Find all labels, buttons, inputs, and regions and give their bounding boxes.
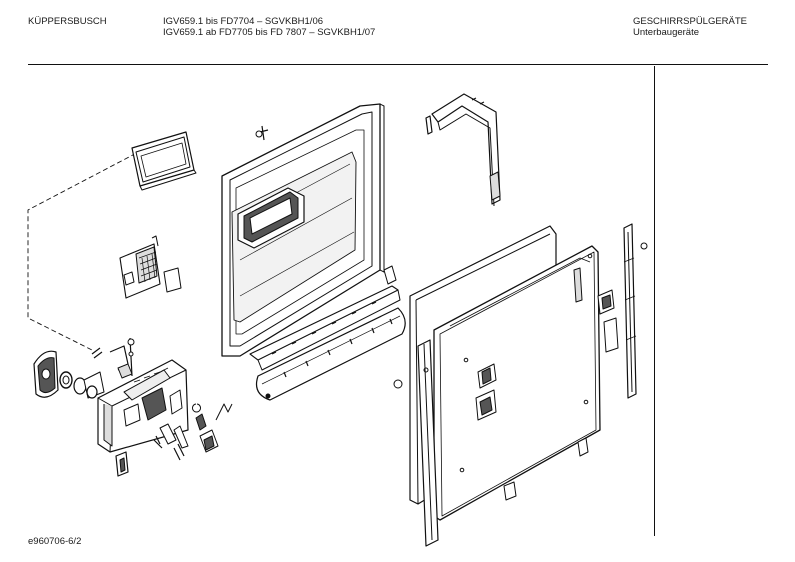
front-panel-outer [434,246,600,520]
header-divider [28,64,768,65]
category-line-1: GESCHIRRSPÜLGERÄTE [633,16,748,27]
control-strip-part [250,266,400,370]
seal-frame-part [132,132,196,190]
drawing-number: e960706-6/2 [28,536,82,547]
brand-name: KÜPPERSBUSCH [28,16,107,27]
seal-rings [60,372,104,398]
model-line-2: IGV659.1 ab FD7705 bis FD 7807 – SGVKBH1… [163,27,376,38]
filter-plate-part [120,236,181,298]
small-fasteners [92,338,232,476]
product-category: GESCHIRRSPÜLGERÄTE Unterbaugeräte [633,16,747,38]
trim-cover-part [257,308,406,400]
dashed-leader-line [28,146,150,350]
category-line-2: Unterbaugeräte [633,27,700,38]
side-rail-part [598,224,647,398]
model-line-1: IGV659.1 bis FD7704 – SGVKBH1/06 [163,16,324,27]
hinge-bracket-part [426,94,500,206]
model-list: IGV659.1 bis FD7704 – SGVKBH1/06 IGV659.… [163,16,375,38]
side-trim-strip [394,340,438,546]
inner-door-panel [222,104,384,356]
side-column-divider [654,66,655,536]
door-handle-part [34,351,58,397]
